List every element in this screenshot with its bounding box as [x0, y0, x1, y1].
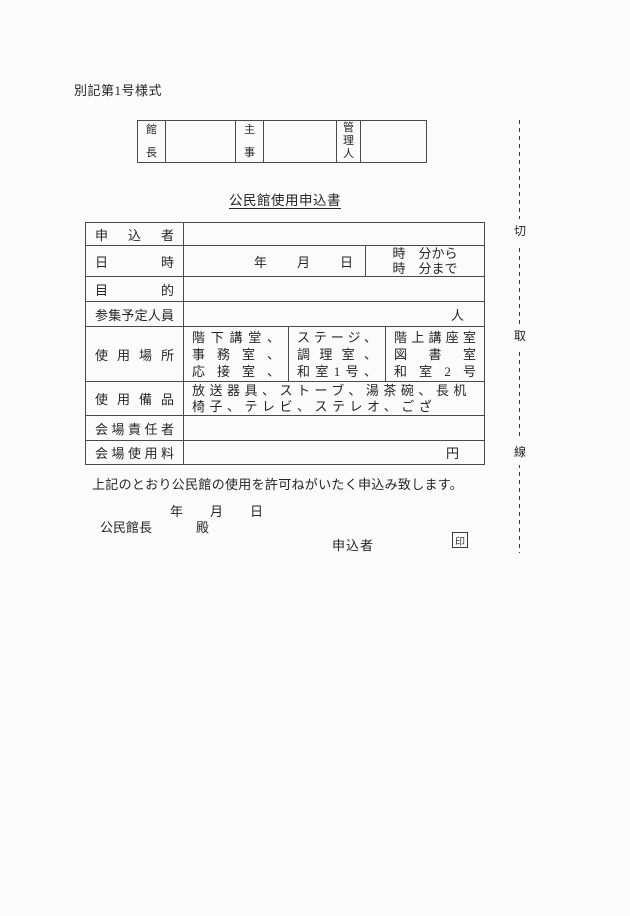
- year-label: 年: [170, 504, 184, 519]
- venue-fee-label: 会場使用料: [86, 441, 184, 464]
- time-field[interactable]: 時 分から 時 分まで: [366, 246, 484, 276]
- equipment-label: 使用備品: [86, 382, 184, 415]
- custodian-label: 管 理 人: [337, 121, 361, 162]
- cut-line-char: 切: [513, 219, 527, 244]
- time-to-label: 時 分まで: [392, 261, 458, 276]
- attendees-field[interactable]: 人: [184, 302, 484, 326]
- place-option-column-2: ステージ、 調理室、 和室1号、: [289, 327, 386, 381]
- venue-manager-label: 会場責任者: [86, 416, 184, 440]
- attendees-label: 参集予定人員: [86, 302, 184, 326]
- purpose-field[interactable]: [184, 277, 484, 301]
- attendees-unit-label: 人: [450, 307, 464, 323]
- addressee-line: 公民館長 殿: [100, 517, 209, 536]
- signature-date-line[interactable]: 年 月 日: [170, 501, 263, 520]
- venue-fee-field[interactable]: 円: [184, 441, 484, 464]
- table-row-attendees: 参集予定人員 人: [86, 302, 484, 327]
- cut-line-char: 線: [513, 440, 527, 465]
- date-field[interactable]: 年 月 日: [184, 246, 366, 276]
- day-label: 日: [250, 504, 264, 519]
- datetime-fields: 年 月 日 時 分から 時 分まで: [184, 246, 484, 276]
- time-from-label: 時 分から: [392, 246, 458, 261]
- place-options: 階下講堂、 事務室、 応接室、 ステージ、 調理室、 和室1号、 階上講座室 図…: [184, 327, 484, 381]
- supervisor-label: 主 事: [236, 121, 264, 162]
- day-label: 日: [339, 254, 353, 270]
- table-row-manager: 会場責任者: [86, 416, 484, 441]
- applicant-signature-label[interactable]: 申込者: [332, 538, 375, 553]
- supervisor-stamp-box[interactable]: [264, 121, 337, 162]
- form-title: 公民館使用申込書: [229, 193, 341, 208]
- place-label: 使用場所: [86, 327, 184, 381]
- purpose-label: 目的: [86, 277, 184, 301]
- table-row-fee: 会場使用料 円: [86, 441, 484, 464]
- equipment-line-2: 椅子、テレビ、ステレオ、ござ: [192, 398, 437, 414]
- month-label: 月: [210, 504, 224, 519]
- director-label: 館 長: [138, 121, 166, 162]
- place-option-column-3: 階上講座室 図書室 和室2号: [394, 329, 476, 379]
- form-code-label: 別記第1号様式: [74, 83, 163, 98]
- director-stamp-box[interactable]: [166, 121, 236, 162]
- equipment-options: 放送器具、ストーブ、湯茶碗、長机 椅子、テレビ、ステレオ、ござ: [184, 382, 484, 415]
- table-row-place: 使用場所 階下講堂、 事務室、 応接室、 ステージ、 調理室、 和室1号、 階上…: [86, 327, 484, 382]
- approval-stamp-table: 館 長 主 事 管 理 人: [137, 120, 427, 163]
- custodian-stamp-box[interactable]: [361, 121, 426, 162]
- applicant-label: 申込者: [86, 223, 184, 245]
- venue-manager-field[interactable]: [184, 416, 484, 440]
- cut-line-char: 取: [513, 324, 527, 349]
- equipment-line-1: 放送器具、ストーブ、湯茶碗、長机: [192, 382, 471, 398]
- honorific-label: 殿: [196, 520, 210, 535]
- place-option-column-1: 階下講堂、 事務室、 応接室、: [184, 327, 289, 381]
- seal-stamp-box[interactable]: 印: [452, 532, 468, 548]
- table-row-applicant: 申込者: [86, 223, 484, 246]
- addressee-label: 公民館長: [100, 520, 153, 535]
- month-label: 月: [296, 254, 310, 270]
- cut-line: 切 取 線: [513, 120, 527, 553]
- table-row-equipment: 使用備品 放送器具、ストーブ、湯茶碗、長机 椅子、テレビ、ステレオ、ござ: [86, 382, 484, 416]
- datetime-label: 日時: [86, 246, 184, 276]
- applicant-field[interactable]: [184, 223, 484, 245]
- fee-unit-label: 円: [445, 446, 459, 461]
- year-label: 年: [253, 254, 267, 270]
- table-row-purpose: 目的: [86, 277, 484, 302]
- declaration-statement: 上記のとおり公民館の使用を許可ねがいたく申込み致します。: [92, 477, 464, 492]
- application-table: 申込者 日時 年 月 日 時 分から 時 分まで 目的: [85, 222, 485, 465]
- table-row-datetime: 日時 年 月 日 時 分から 時 分まで: [86, 246, 484, 277]
